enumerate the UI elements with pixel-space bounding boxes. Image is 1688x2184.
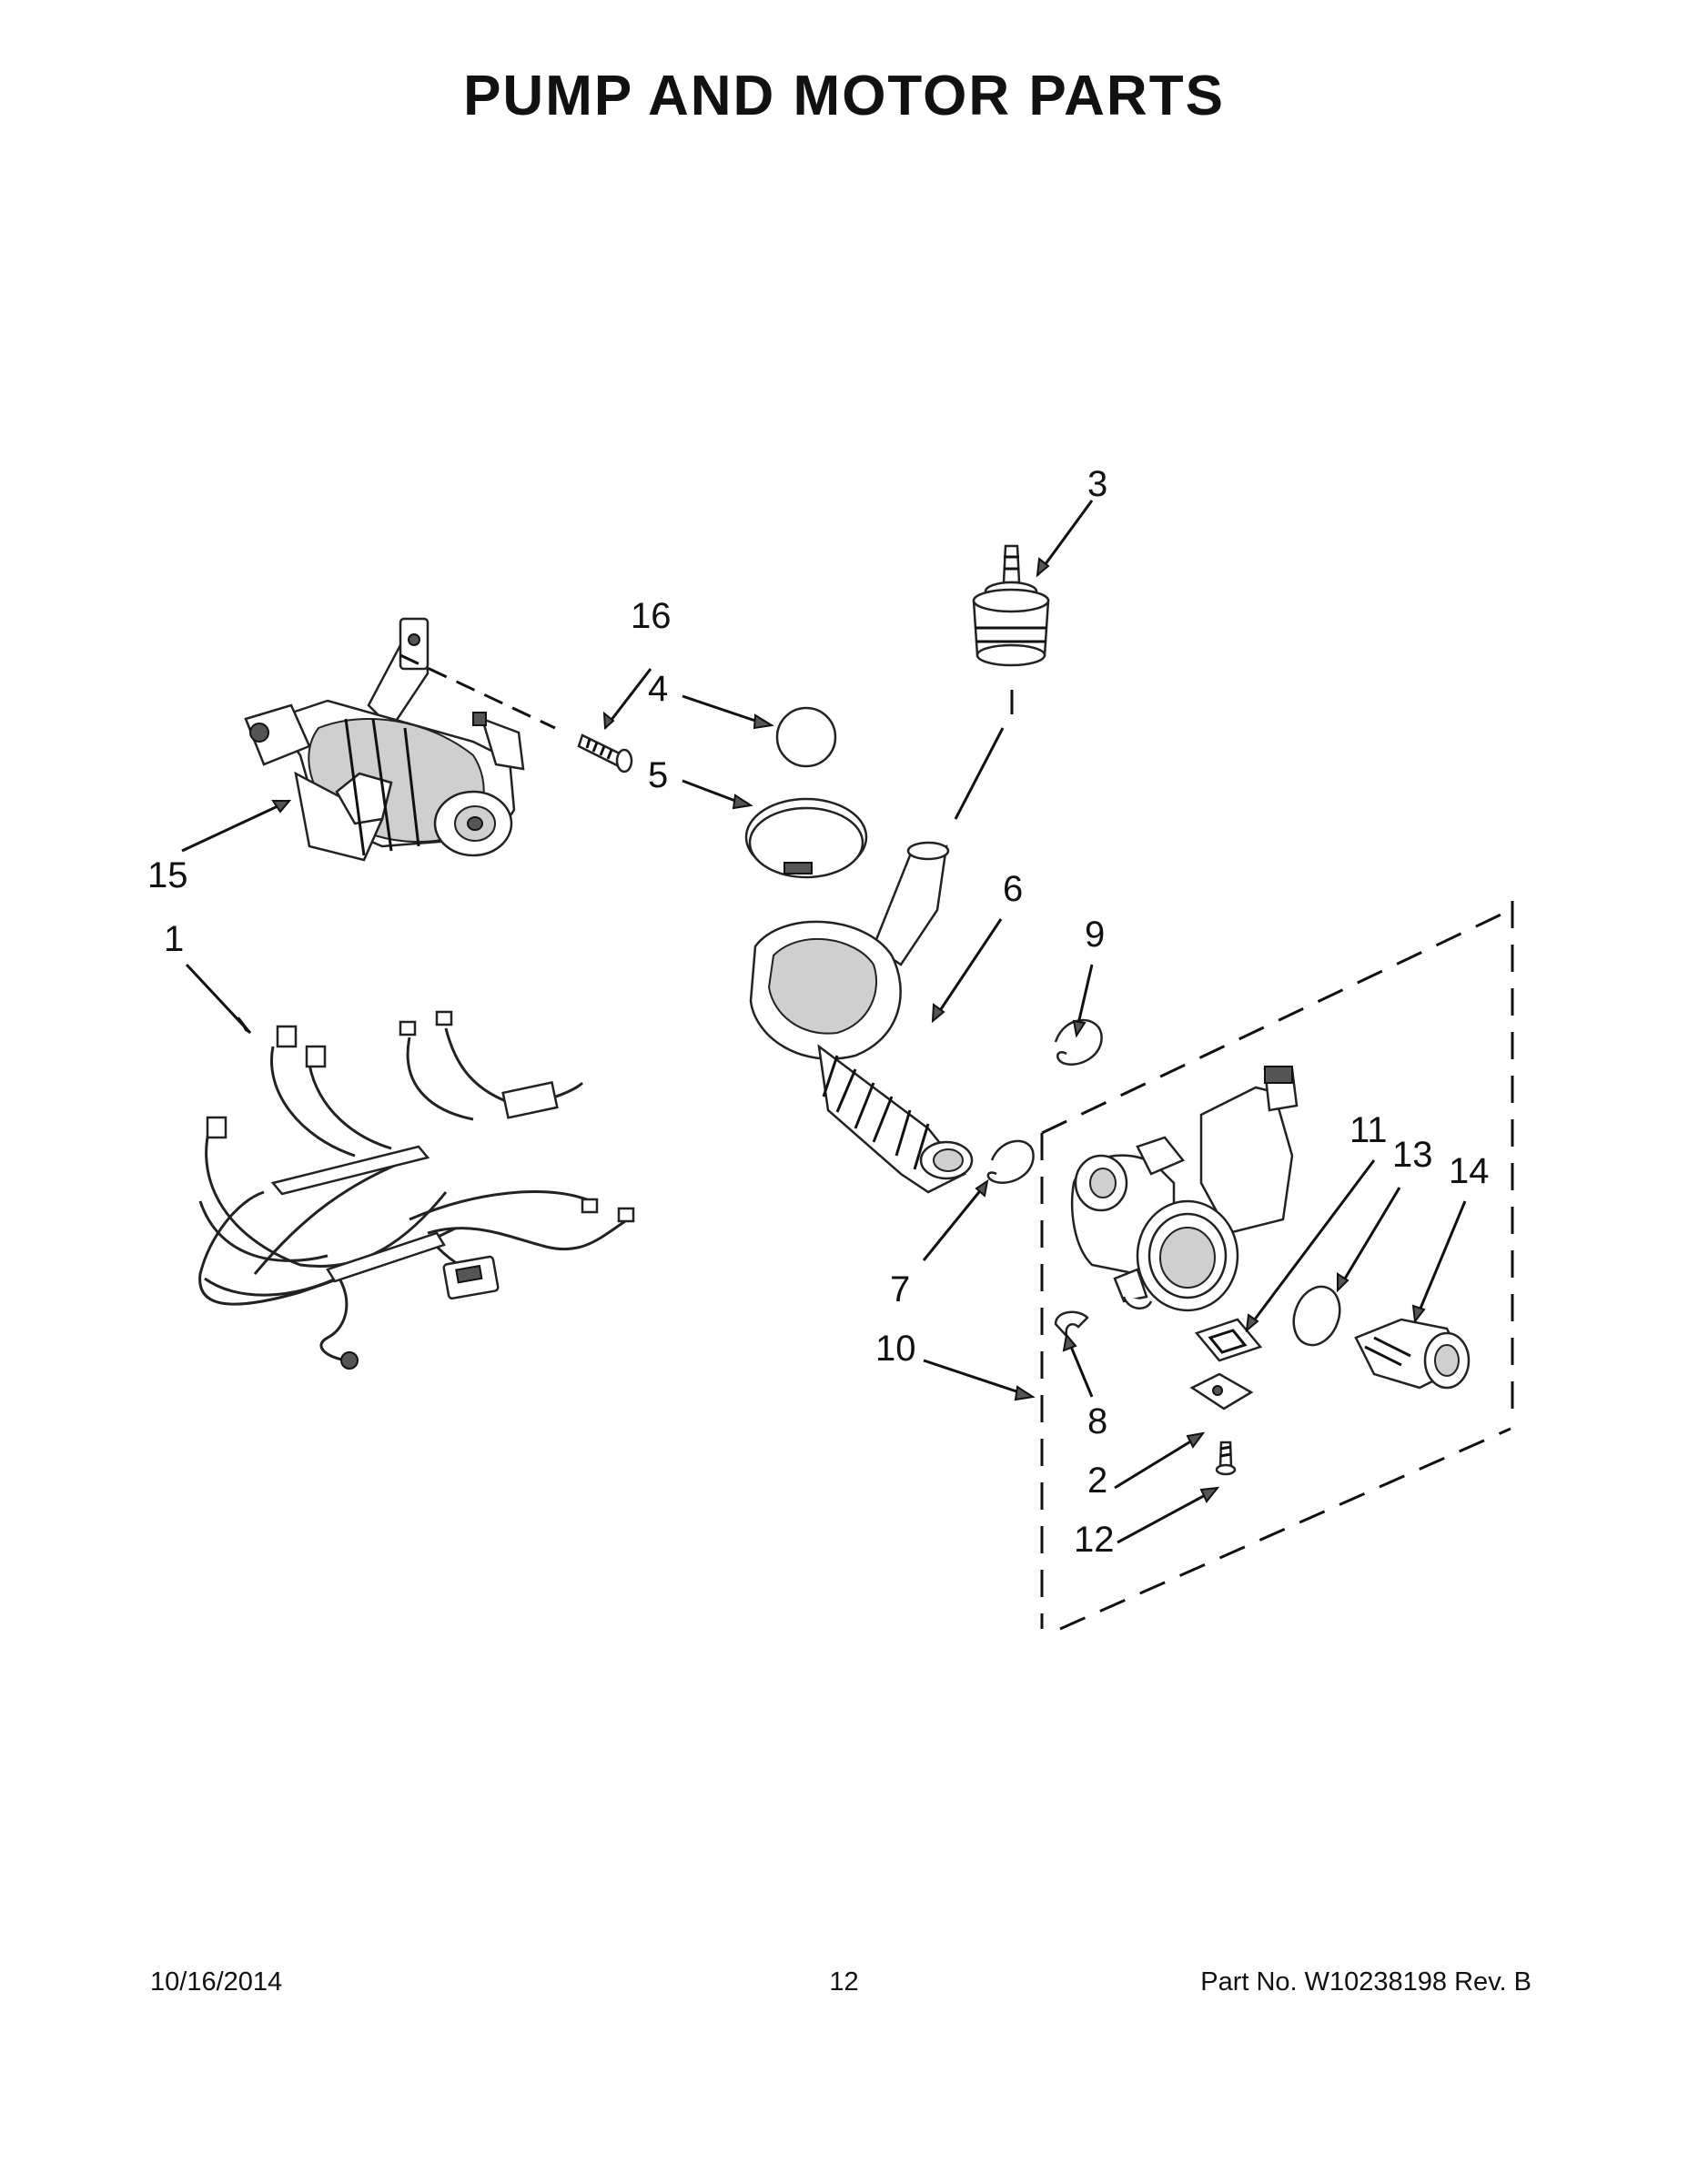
- pump-assembly-box: [1040, 901, 1514, 1631]
- bracket-part-2: [1189, 1372, 1254, 1410]
- callout-2: 2: [1087, 1461, 1107, 1501]
- clamp-part-7: [986, 1139, 1035, 1184]
- page-title: PUMP AND MOTOR PARTS: [463, 65, 1225, 127]
- callout-15: 15: [147, 855, 188, 895]
- drain-hose-part-6: [749, 841, 974, 1194]
- leader-lines: [181, 500, 1467, 1544]
- clip-part-8: [1054, 1310, 1089, 1340]
- callout-13: 13: [1392, 1135, 1433, 1175]
- o-ring-part-4: [775, 706, 837, 768]
- footer-date: 10/16/2014: [150, 1967, 283, 1997]
- callout-6: 6: [1003, 869, 1023, 909]
- footer-page-number: 12: [829, 1967, 859, 1997]
- callout-9: 9: [1085, 915, 1105, 955]
- screw-part-16: [577, 733, 633, 774]
- callout-4: 4: [648, 669, 668, 709]
- callout-10: 10: [875, 1329, 916, 1369]
- callout-11: 11: [1349, 1110, 1388, 1150]
- gasket-part-11: [1194, 1318, 1263, 1362]
- callout-3: 3: [1087, 464, 1107, 504]
- wire-harness-part-1: [198, 1010, 635, 1370]
- callout-12: 12: [1074, 1520, 1115, 1560]
- callout-1: 1: [164, 919, 184, 959]
- callout-14: 14: [1449, 1151, 1490, 1191]
- screw-part-12: [1215, 1441, 1237, 1476]
- drain-pump-part-10: [1070, 1066, 1299, 1312]
- callout-5: 5: [648, 755, 668, 795]
- callout-labels: 15 1 16 4 5 3 6 9 7 10 8 11 13 14 2 12: [147, 464, 1490, 1560]
- callout-8: 8: [1087, 1401, 1107, 1441]
- clamp-part-5: [744, 797, 868, 879]
- air-dome-part-3: [972, 544, 1050, 667]
- callout-7: 7: [890, 1269, 910, 1309]
- drive-motor-part: [244, 617, 525, 862]
- footer-part-number: Part No. W10238198 Rev. B: [1200, 1967, 1531, 1997]
- o-ring-part-13: [1292, 1285, 1341, 1347]
- callout-16: 16: [631, 596, 672, 636]
- filter-part-14: [1354, 1318, 1471, 1390]
